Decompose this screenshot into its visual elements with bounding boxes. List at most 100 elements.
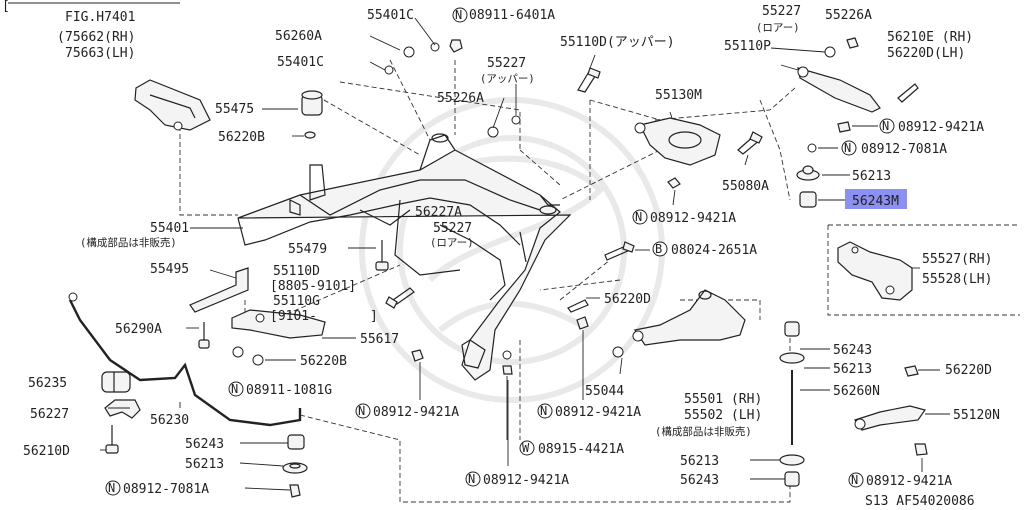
fig-bracket-part	[134, 79, 211, 131]
label-55502: 55502 (LH)	[684, 408, 762, 423]
dashed-guides	[179, 59, 1020, 503]
upper-arm-55130M	[634, 117, 721, 166]
bolt-55110D-mid	[385, 287, 415, 309]
label-55110D-mid: 55110D	[273, 264, 320, 279]
label-55226A-right: 55226A	[825, 8, 872, 23]
label-55495: 55495	[150, 262, 189, 277]
fig-ref-lh: 75663(LH)	[65, 46, 135, 61]
shock-stack-right	[779, 321, 919, 487]
label-08912-9421A-m2: 08912-9421A	[555, 405, 641, 420]
label-56213-l: 56213	[185, 457, 224, 472]
bolt-55479	[375, 240, 389, 271]
link-55110P	[797, 37, 919, 133]
label-56235: 56235	[28, 376, 67, 391]
label-55479: 55479	[288, 242, 327, 257]
fig-ref-bracket-open: (	[57, 30, 65, 45]
label-55110G-close: ]	[370, 309, 378, 324]
bolt-55080A	[667, 131, 763, 189]
label-56220D-r: 56220D	[945, 363, 992, 378]
footer-code: S13 AF54020086	[865, 494, 975, 509]
label-56243M[interactable]: 56243M	[852, 194, 899, 209]
label-56290A: 56290A	[115, 322, 162, 337]
prefix-n-l1: N	[231, 382, 238, 396]
mount-56213-56243M	[796, 143, 820, 208]
label-55226A-center: 55226A	[437, 91, 484, 106]
prefix-n-b: N	[468, 472, 475, 486]
label-08911-6401A: 08911-6401A	[469, 8, 555, 23]
link-55617	[189, 267, 326, 366]
label-08912-9421A-r1: 08912-9421A	[898, 120, 984, 135]
prefix-b: B	[655, 242, 662, 256]
label-55527: 55527(RH)	[922, 252, 992, 267]
part-labels: FIG.H7401 ( 75662(RH) 75663(LH) 55401C N…	[23, 4, 1000, 509]
washers-upper	[384, 39, 521, 138]
prefix-n: N	[455, 8, 462, 22]
label-56213-r2: 56213	[833, 362, 872, 377]
header-bracket: [	[2, 0, 10, 14]
label-08915-4421A: 08915-4421A	[538, 442, 624, 457]
label-55401-note: (構成部品は非販売)	[80, 236, 177, 249]
label-08912-9421A-rb: 08912-9421A	[866, 474, 952, 489]
stabilizer-bar-56230	[68, 292, 302, 427]
label-56260A: 56260A	[275, 29, 322, 44]
label-56230: 56230	[150, 413, 189, 428]
bushing-55475	[301, 90, 323, 139]
prefix-w: W	[522, 441, 530, 455]
prefix-n-rb: N	[851, 473, 858, 487]
label-56210D: 56210D	[23, 444, 70, 459]
label-56220B-b: 56220B	[300, 354, 347, 369]
fig-ref-rh: 75662(RH)	[65, 30, 135, 45]
bracket-55527	[837, 241, 913, 301]
label-55475: 55475	[215, 102, 254, 117]
label-55110G: 55110G	[273, 294, 320, 309]
bush-56235	[101, 371, 141, 454]
label-56227: 56227	[30, 407, 69, 422]
label-08912-7081A-r: 08912-7081A	[861, 142, 947, 157]
label-56243-l: 56243	[185, 437, 224, 452]
bolt-55110D-top	[577, 67, 601, 93]
label-55501-note: (構成部品は非販売)	[655, 425, 752, 438]
label-55044: 55044	[585, 384, 624, 399]
label-55110G-range: [9101-	[270, 309, 317, 324]
label-lower-note-right: (ロアー)	[756, 22, 800, 34]
lower-arm-55501	[612, 289, 746, 358]
label-56220D-lh: 56220D(LH)	[887, 46, 965, 61]
label-56260N: 56260N	[833, 384, 880, 399]
label-56210E-rh: 56210E (RH)	[887, 30, 973, 45]
label-55227-right: 55227	[762, 4, 801, 19]
label-08912-9421A-b: 08912-9421A	[483, 473, 569, 488]
label-55617: 55617	[360, 332, 399, 347]
label-55227-upper: 55227	[487, 56, 526, 71]
prefix-n-m1: N	[358, 404, 365, 418]
label-08024-2651A: 08024-2651A	[671, 243, 757, 258]
leader-lines	[100, 17, 950, 491]
rear-suspension-member	[237, 133, 572, 381]
label-55110D-top: 55110D(アッパー)	[560, 35, 675, 50]
label-56243-r: 56243	[833, 343, 872, 358]
label-08912-7081A-l: 08912-7081A	[123, 482, 209, 497]
label-08911-1081G: 08911-1081G	[246, 383, 332, 398]
highlight-56243M	[845, 189, 907, 209]
label-55110D-range: [8805-9101]	[270, 279, 356, 294]
label-56213-b: 56213	[680, 454, 719, 469]
prefix-n-r2: N	[844, 141, 851, 155]
bolt-08024	[604, 241, 635, 261]
prefix-n-r1: N	[882, 119, 889, 133]
label-55528: 55528(LH)	[922, 272, 992, 287]
label-56227A: 56227A	[415, 205, 462, 220]
bush-stack-lower-left	[282, 434, 308, 498]
label-56220B-a: 56220B	[218, 130, 265, 145]
label-08912-9421A-m1: 08912-9421A	[373, 405, 459, 420]
label-56213-r: 56213	[852, 169, 891, 184]
label-56243-b: 56243	[680, 473, 719, 488]
nuts-mid	[411, 231, 589, 375]
prefix-n-m2: N	[540, 404, 547, 418]
prefix-n-l2: N	[108, 481, 115, 495]
label-55401: 55401	[150, 221, 189, 236]
label-upper-note: (アッパー)	[480, 73, 535, 85]
label-55110P: 55110P	[724, 39, 771, 54]
label-55080A: 55080A	[722, 179, 769, 194]
prefix-n-r3: N	[635, 210, 642, 224]
label-56220D-mid: 56220D	[604, 292, 651, 307]
